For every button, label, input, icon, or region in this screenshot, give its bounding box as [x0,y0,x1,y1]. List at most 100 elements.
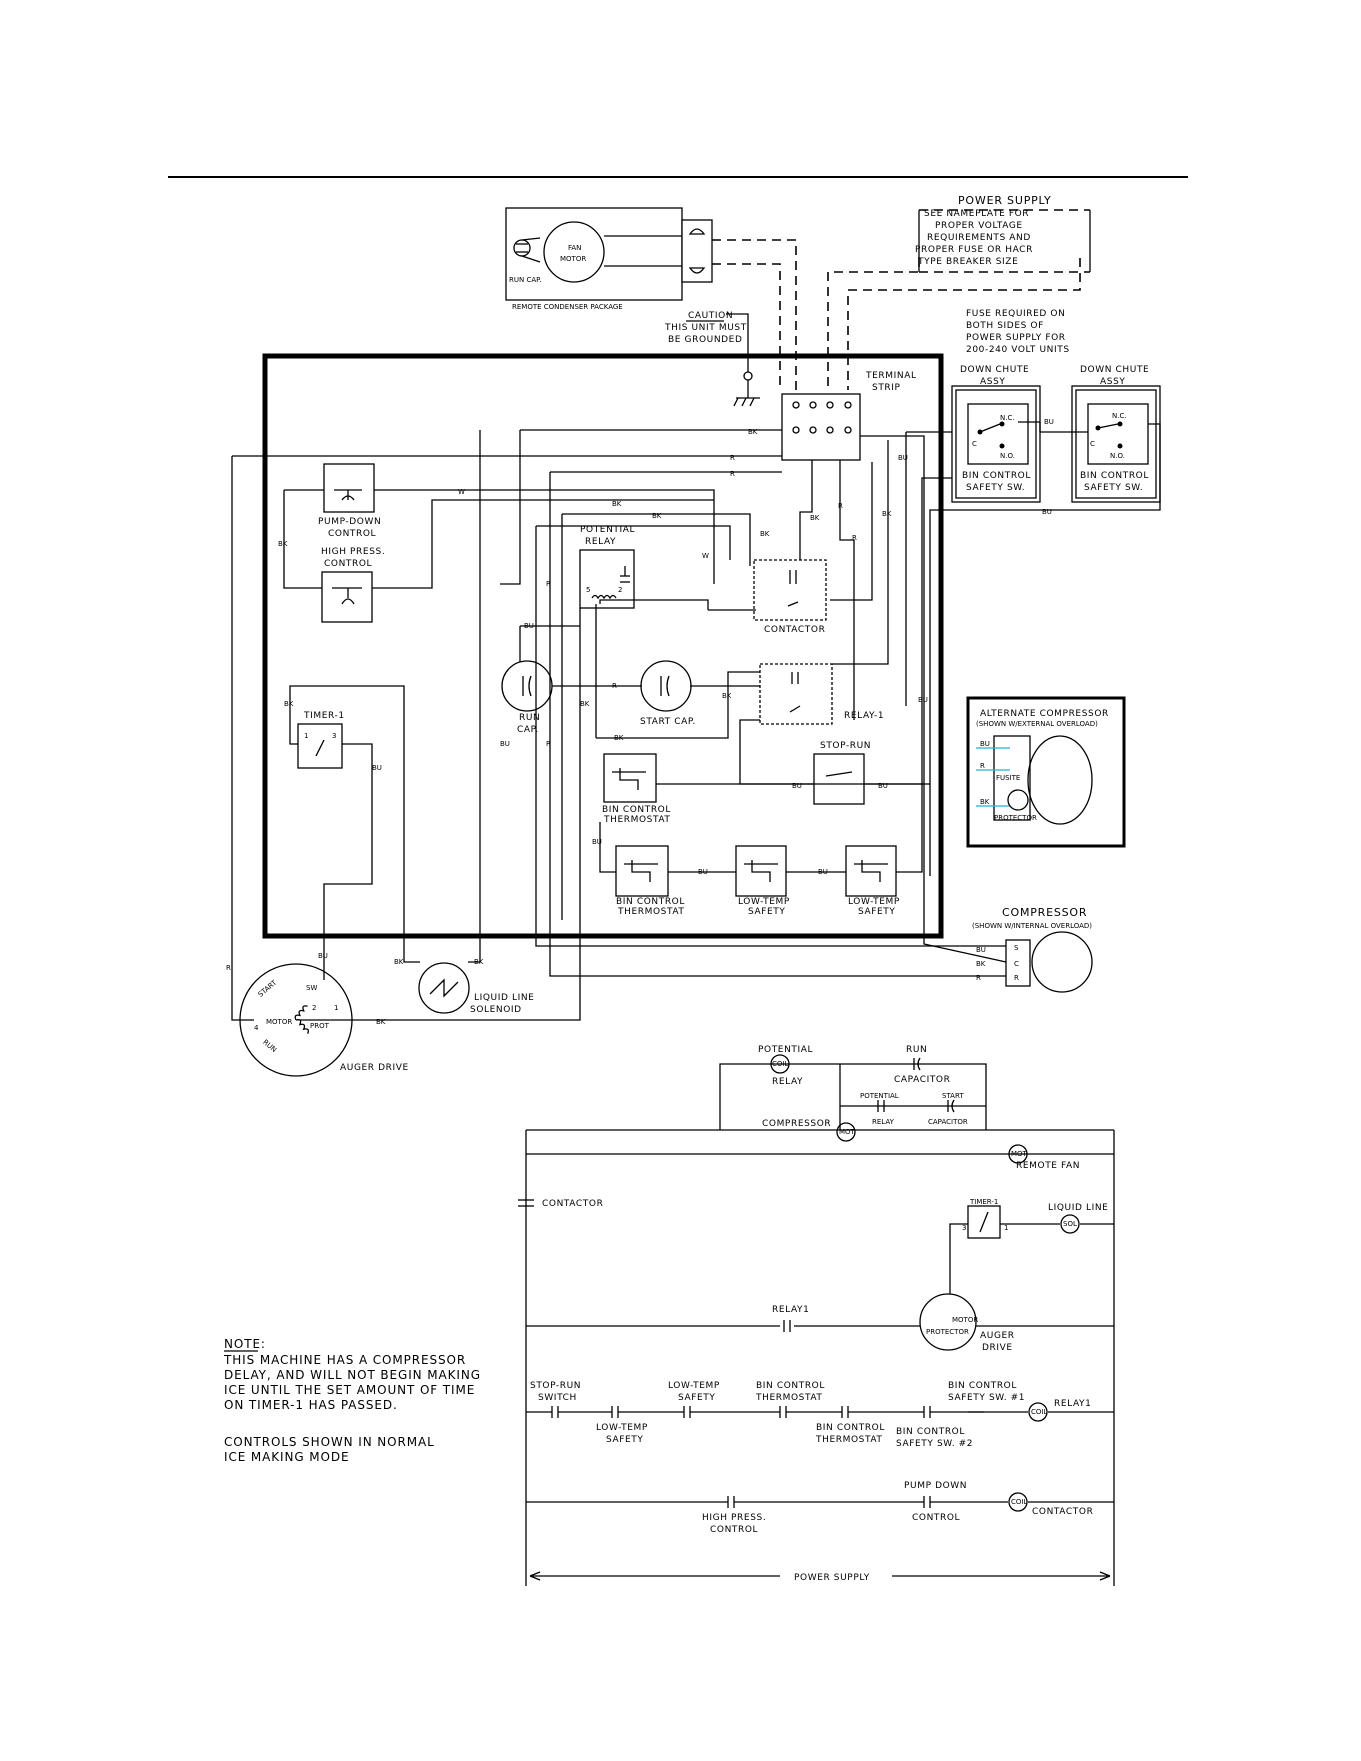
svg-text:BIN CONTROL: BIN CONTROL [1080,471,1149,481]
svg-text:BU: BU [878,782,888,790]
svg-text:STRIP: STRIP [872,383,901,393]
down-chute-assy-1: DOWN CHUTE ASSY N.C. N.O. C BIN CONTROL … [951,365,1041,503]
dashed-wire-1 [712,239,797,390]
svg-text:BK: BK [394,958,404,966]
svg-text:BK: BK [474,958,484,966]
svg-text:THIS UNIT MUST: THIS UNIT MUST [664,323,747,333]
svg-text:BU: BU [500,740,510,748]
svg-text:SAFETY: SAFETY [606,1435,644,1445]
svg-text:CONTROL: CONTROL [710,1525,758,1535]
svg-text:3: 3 [962,1224,966,1232]
svg-text:BK: BK [612,500,622,508]
svg-text:CAP.: CAP. [517,725,539,735]
start-capacitor: START CAP. [640,660,696,727]
svg-text:LOW-TEMP: LOW-TEMP [738,897,790,907]
terminal-strip: TERMINAL STRIP [781,371,916,461]
svg-text:START CAP.: START CAP. [640,717,696,727]
svg-text:RUN: RUN [261,1038,278,1054]
svg-text:R: R [730,454,735,462]
svg-text:MOTOR: MOTOR [952,1316,978,1324]
svg-text:DELAY, AND WILL NOT BEGIN MAKI: DELAY, AND WILL NOT BEGIN MAKING [224,1368,481,1382]
svg-text:2: 2 [312,1004,316,1012]
svg-text:BIN CONTROL: BIN CONTROL [896,1427,965,1437]
remote-condenser-label: REMOTE CONDENSER PACKAGE [512,303,623,311]
alternate-compressor: ALTERNATE COMPRESSOR (SHOWN W/EXTERNAL O… [966,696,1126,848]
svg-text:BK: BK [614,734,624,742]
svg-text:BIN CONTROL: BIN CONTROL [756,1381,825,1391]
ps-line-5: TYPE BREAKER SIZE [917,257,1018,267]
potential-relay: POTENTIAL RELAY 5 2 [579,525,635,609]
svg-text:R: R [546,580,551,588]
svg-text:FUSITE: FUSITE [996,774,1020,782]
svg-text:SWITCH: SWITCH [538,1393,577,1403]
svg-text:CONTROL: CONTROL [912,1513,960,1523]
svg-text:ASSY: ASSY [1100,377,1125,387]
svg-text:BK: BK [580,700,590,708]
svg-text:BU: BU [318,952,328,960]
svg-text:BK: BK [278,540,288,548]
svg-text:R: R [226,964,231,972]
svg-text:SAFETY: SAFETY [748,907,786,917]
svg-text:LOW-TEMP: LOW-TEMP [668,1381,720,1391]
svg-text:ICE UNTIL THE SET AMOUNT OF TI: ICE UNTIL THE SET AMOUNT OF TIME [224,1383,475,1397]
svg-text:POTENTIAL: POTENTIAL [580,525,635,535]
svg-text:ICE MAKING MODE: ICE MAKING MODE [224,1450,350,1464]
fan-motor-label: FAN [568,244,581,252]
svg-text:STOP-RUN: STOP-RUN [820,741,871,751]
svg-text:1: 1 [304,732,308,740]
svg-text:START: START [942,1092,964,1100]
bin-control-thermostat-lower: BIN CONTROL THERMOSTAT [615,845,685,917]
svg-text:BK: BK [980,798,990,806]
svg-text:BK: BK [284,700,294,708]
ps-line-2: PROPER VOLTAGE [935,221,1023,231]
control-box-frame [262,353,944,939]
svg-text:SAFETY SW. #1: SAFETY SW. #1 [948,1393,1025,1403]
svg-text:C: C [972,440,977,448]
svg-text:BIN CONTROL: BIN CONTROL [616,897,685,907]
svg-text:POTENTIAL: POTENTIAL [758,1045,813,1055]
svg-text:BIN CONTROL: BIN CONTROL [816,1423,885,1433]
ps-line-4: PROPER FUSE OR HACR [915,245,1033,255]
svg-text:RUN: RUN [906,1045,927,1055]
svg-text:COMPRESSOR: COMPRESSOR [762,1119,831,1129]
svg-text:LOW-TEMP: LOW-TEMP [848,897,900,907]
svg-text:BU: BU [976,946,986,954]
svg-text:CAPACITOR: CAPACITOR [894,1075,950,1085]
svg-text:1: 1 [334,1004,338,1012]
svg-text:CONTROLS SHOWN IN NORMAL: CONTROLS SHOWN IN NORMAL [224,1435,435,1449]
svg-text:POTENTIAL: POTENTIAL [860,1092,899,1100]
notes: NOTE: THIS MACHINE HAS A COMPRESSOR DELA… [223,1337,481,1464]
svg-text:C: C [1014,960,1019,968]
svg-text:CONTACTOR: CONTACTOR [764,625,825,635]
svg-text:RELAY1: RELAY1 [772,1305,809,1315]
svg-text:SOL: SOL [1063,1220,1077,1228]
svg-text:LIQUID LINE: LIQUID LINE [1048,1203,1108,1213]
svg-text:NOTE:: NOTE: [224,1337,266,1351]
ladder-diagram: COIL POTENTIAL RELAY RUN CAPACITOR POTEN… [518,1045,1115,1586]
ps-line-1: SEE NAMEPLATE FOR [924,209,1029,219]
svg-text:ASSY: ASSY [980,377,1005,387]
svg-text:R: R [546,740,551,748]
relay-1: RELAY-1 [759,663,884,725]
svg-text:STOP-RUN: STOP-RUN [530,1381,581,1391]
run-cap-small-label: RUN CAP. [509,276,541,284]
svg-text:BU: BU [918,696,928,704]
fan-motor-label-2: MOTOR [560,255,586,263]
svg-text:BU: BU [524,622,534,630]
svg-text:BU: BU [818,868,828,876]
svg-text:RUN: RUN [519,713,540,723]
svg-text:R: R [730,470,735,478]
svg-text:N.O.: N.O. [1000,452,1015,460]
svg-text:BU: BU [1044,418,1054,426]
run-capacitor: RUN CAP. [501,660,553,735]
svg-text:POWER SUPPLY: POWER SUPPLY [794,1573,870,1583]
svg-text:BU: BU [1042,508,1052,516]
timer-1: TIMER-1 1 3 [297,711,344,769]
svg-text:R: R [852,534,857,542]
svg-text:COIL: COIL [1031,1408,1047,1416]
svg-text:SAFETY SW. #2: SAFETY SW. #2 [896,1439,973,1449]
svg-text:LIQUID LINE: LIQUID LINE [474,993,534,1003]
svg-text:PUMP DOWN: PUMP DOWN [904,1481,967,1491]
svg-text:CAUTION: CAUTION [688,311,733,321]
